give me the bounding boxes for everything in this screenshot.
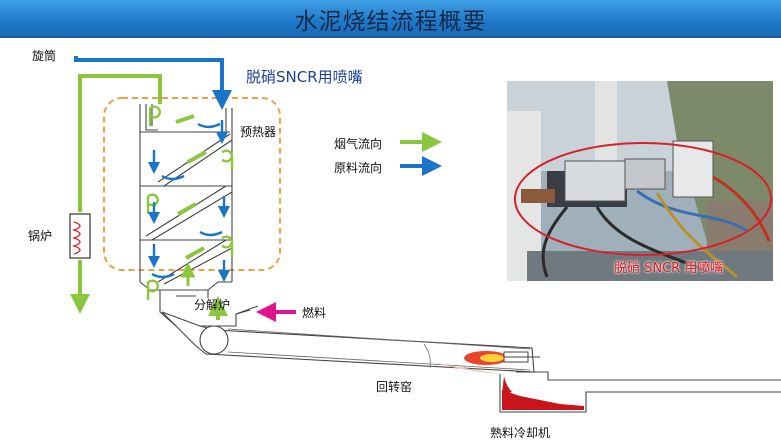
sncr-nozzle-photo	[507, 81, 773, 281]
fuel-label: 燃料	[302, 306, 327, 320]
clinker-cooler	[499, 371, 781, 413]
material-flow-arrows	[148, 120, 230, 282]
nozzle-highlight-ellipse	[514, 142, 772, 256]
raw-material-feed-line	[74, 56, 232, 110]
exhaust-gas-line	[78, 74, 162, 212]
calciner	[159, 290, 259, 327]
cyclone-swirls	[146, 105, 234, 300]
legend-gas-label: 烟气流向	[334, 137, 383, 151]
gas-flow-dashes	[175, 114, 207, 260]
preheater-label: 预热器	[240, 125, 277, 139]
rotary-kiln	[161, 311, 535, 374]
kiln-label: 回转窑	[376, 380, 413, 394]
boiler-coil-icon	[71, 221, 81, 255]
calciner-label: 分解炉	[194, 298, 231, 312]
title-banner: 水泥烧结流程概要	[0, 0, 781, 38]
sncr-nozzle-label: 脱硝SNCR用喷嘴	[246, 68, 363, 86]
clinker-cooler-label: 熟料冷却机	[490, 426, 551, 440]
boiler-label: 锅炉	[28, 229, 53, 243]
legend-material-label: 原料流向	[334, 161, 383, 175]
cyclone-label: 旋筒	[32, 49, 57, 63]
burner-flame	[464, 351, 540, 365]
preheater-tower	[139, 104, 233, 291]
photo-caption: 脱硝 SNCR 用喷嘴	[614, 261, 724, 276]
page-title: 水泥烧结流程概要	[294, 9, 487, 35]
